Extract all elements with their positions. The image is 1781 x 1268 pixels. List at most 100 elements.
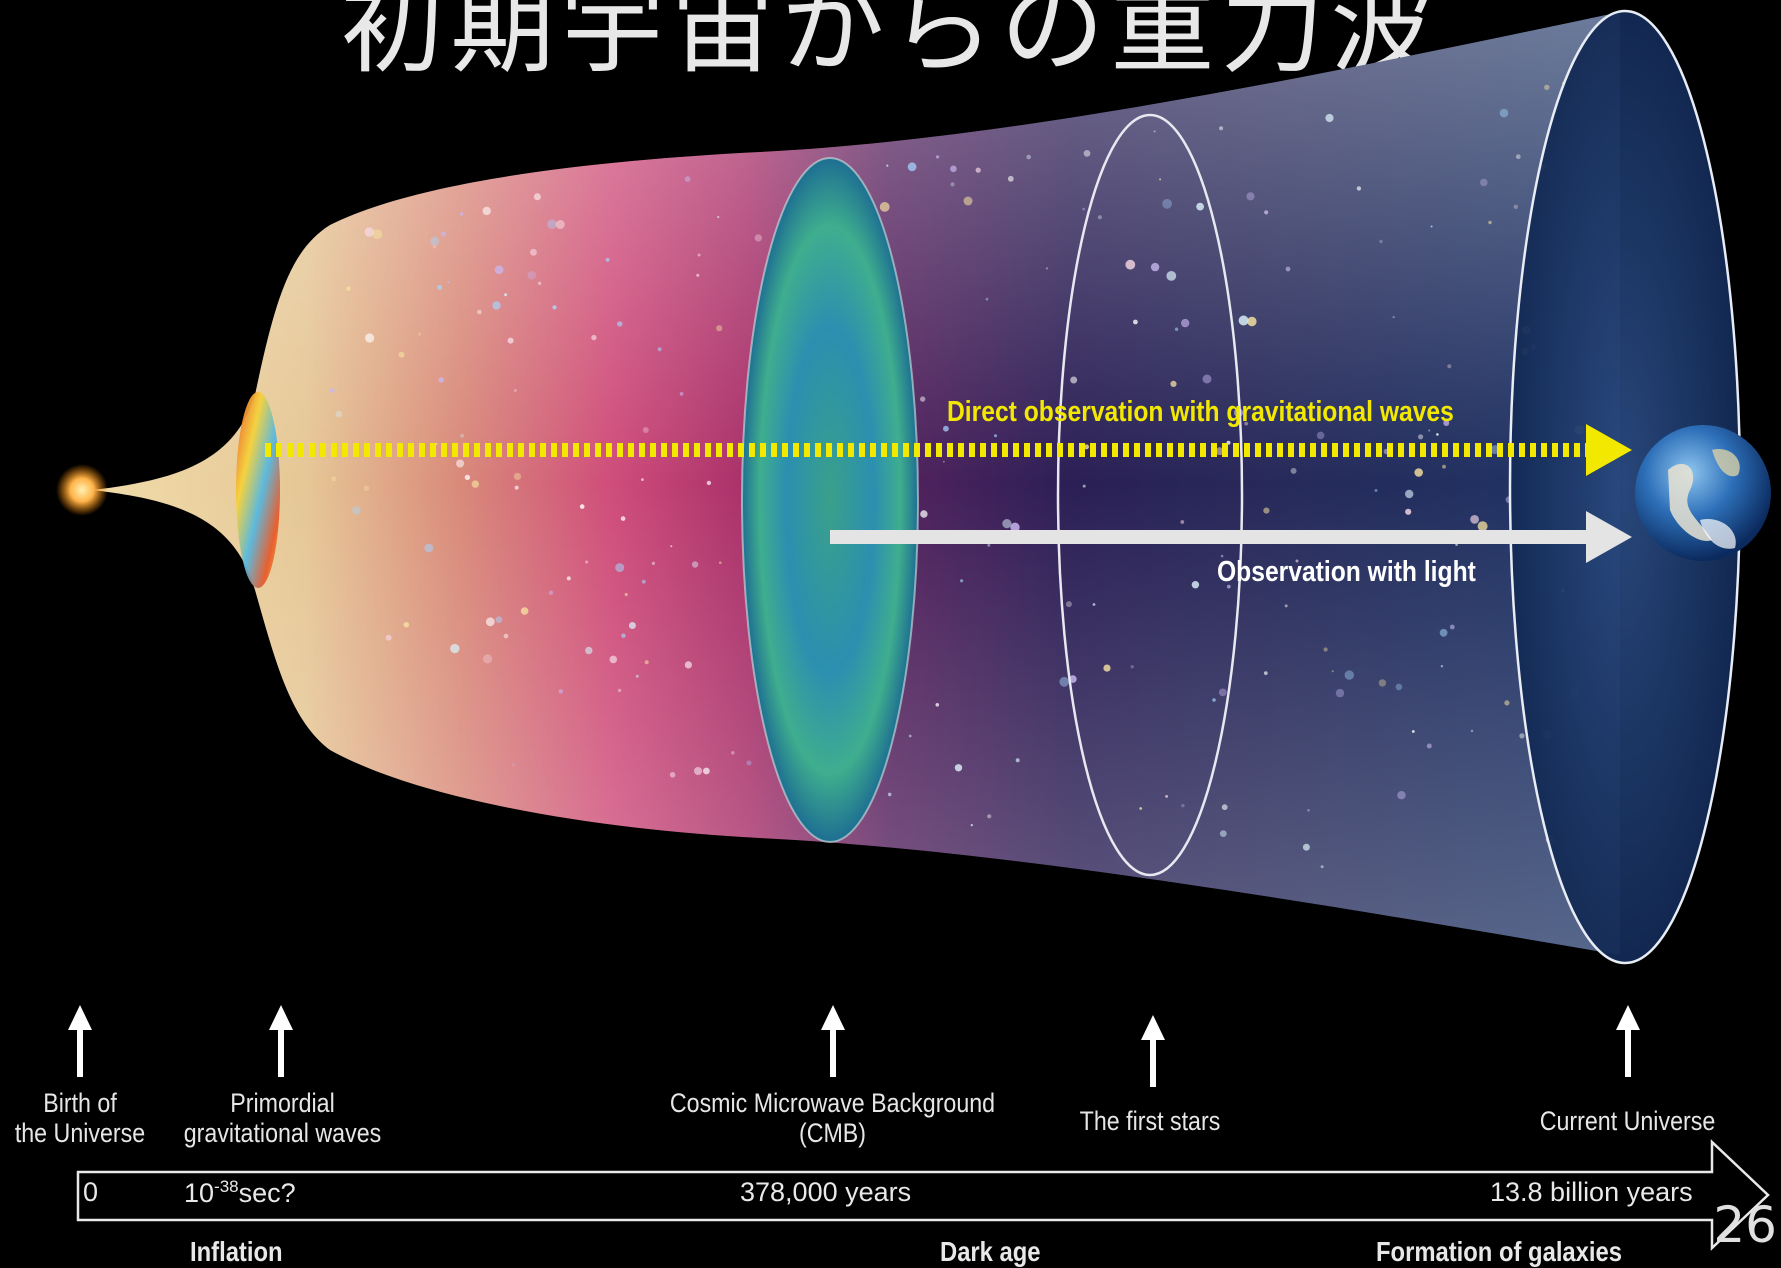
particle: [1344, 670, 1355, 680]
particle: [697, 253, 701, 257]
particle: [1264, 210, 1269, 215]
particle: [1378, 679, 1387, 687]
particle: [717, 215, 720, 219]
particle: [635, 674, 639, 678]
particle: [1426, 743, 1432, 749]
particle: [1238, 315, 1249, 326]
particle: [513, 389, 517, 392]
particle: [1379, 239, 1383, 244]
particle: [1226, 584, 1231, 589]
particle: [1219, 830, 1227, 837]
particle: [1392, 316, 1395, 319]
particle: [537, 281, 542, 285]
particle: [1139, 807, 1143, 810]
particle: [1247, 316, 1257, 327]
particle: [1515, 154, 1521, 160]
milestone-cmb: Cosmic Microwave Background (CMB): [669, 1088, 996, 1148]
earth: [1635, 425, 1771, 561]
particle: [432, 244, 437, 249]
time-inflation: 10-38sec?: [184, 1177, 296, 1208]
particle: [1504, 700, 1510, 706]
particle: [1488, 220, 1492, 225]
light-arrow-head: [1586, 511, 1632, 563]
particle: [1130, 665, 1134, 669]
particle: [1443, 420, 1450, 426]
particle: [1007, 175, 1014, 182]
particle: [520, 607, 529, 615]
particle: [1447, 364, 1452, 369]
particle: [1220, 554, 1224, 558]
slide-title: 初期宇宙からの重力波: [340, 0, 1441, 88]
particle: [438, 377, 444, 383]
particle: [591, 334, 597, 341]
particle: [669, 772, 676, 778]
particle: [1320, 865, 1324, 869]
particle: [963, 196, 973, 206]
particle: [464, 474, 471, 481]
particle: [1083, 150, 1091, 157]
particle: [719, 561, 722, 564]
particle: [507, 337, 514, 344]
particle: [879, 202, 890, 212]
particle: [1015, 758, 1020, 763]
particle: [754, 234, 762, 242]
milestone-arrows: [68, 1005, 1640, 1087]
particle: [492, 301, 501, 310]
particle: [644, 660, 649, 665]
particle: [372, 229, 383, 240]
milestone-current: Current Universe: [1539, 1106, 1716, 1136]
particle: [1295, 559, 1299, 563]
particle: [657, 347, 662, 352]
particle: [1212, 698, 1216, 702]
particle: [1436, 433, 1439, 436]
particle: [1499, 108, 1509, 118]
particle: [527, 270, 537, 280]
particle: [942, 460, 945, 463]
particle: [548, 590, 554, 595]
particle: [1307, 809, 1310, 812]
particle: [447, 281, 450, 284]
particle: [566, 576, 571, 581]
particle: [1181, 318, 1190, 328]
particle: [670, 545, 673, 548]
particle: [512, 763, 515, 767]
particle: [950, 182, 955, 187]
particle: [352, 506, 361, 515]
particle: [1092, 603, 1096, 606]
particle: [1010, 522, 1020, 532]
particle: [641, 579, 646, 584]
particle: [513, 472, 522, 480]
particle: [1026, 154, 1031, 160]
particle: [503, 633, 509, 639]
particle: [1150, 262, 1160, 272]
particle: [1480, 178, 1488, 187]
particle: [1082, 484, 1086, 488]
particle: [1170, 380, 1177, 387]
time-cmb: 378,000 years: [740, 1177, 912, 1207]
particle: [1470, 515, 1479, 524]
particle: [1285, 266, 1291, 272]
particle: [483, 654, 493, 664]
particle: [1356, 186, 1362, 191]
particle: [1411, 730, 1415, 733]
particle: [920, 510, 928, 518]
particle: [1180, 520, 1185, 524]
particle: [385, 634, 392, 641]
particle: [1125, 259, 1136, 270]
era-galaxies: Formation of galaxies: [1376, 1236, 1622, 1267]
particle: [485, 617, 495, 627]
particle: [1302, 843, 1310, 851]
current-universe-disc: [1510, 11, 1740, 963]
particle: [471, 480, 479, 488]
particle: [886, 164, 889, 167]
particle: [628, 622, 636, 629]
particle: [950, 165, 957, 173]
particle: [456, 459, 465, 468]
particle: [970, 824, 973, 827]
particle: [1153, 130, 1156, 133]
particle: [1070, 376, 1078, 384]
particle: [651, 561, 656, 566]
page-number: 26: [1713, 1196, 1777, 1254]
gw-arrow-head: [1586, 424, 1632, 476]
particle: [1405, 508, 1412, 515]
